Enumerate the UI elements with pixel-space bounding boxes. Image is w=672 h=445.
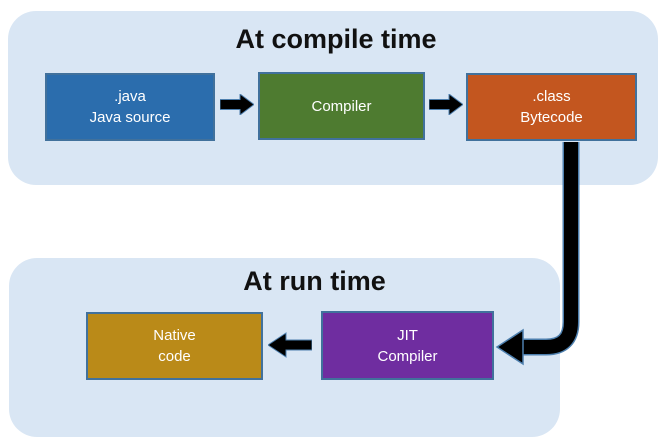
compiler-box: Compiler xyxy=(258,72,425,140)
java-source-box: .java Java source xyxy=(45,73,215,141)
native-code-line1: Native xyxy=(153,327,196,344)
compile-time-title: At compile time xyxy=(235,24,437,54)
run-time-title: At run time xyxy=(243,266,386,296)
arrow-left-icon xyxy=(268,332,312,358)
jit-compiler-line1: JIT xyxy=(397,326,418,344)
java-source-line1: .java xyxy=(114,88,146,105)
jit-compiler-box: JIT Compiler xyxy=(321,311,494,380)
bytecode-box: .class Bytecode xyxy=(466,73,637,141)
bytecode-line2: Bytecode xyxy=(520,109,583,126)
java-source-line2: Java source xyxy=(89,109,171,126)
native-code-box: Native code xyxy=(86,312,263,380)
native-code-line2: code xyxy=(158,348,191,365)
arrow-right-icon xyxy=(220,94,254,115)
arrow-right-icon xyxy=(429,94,463,115)
compiler-line1: Compiler xyxy=(311,97,372,115)
bytecode-line1: .class xyxy=(532,88,571,105)
jit-compiler-line2: Compiler xyxy=(377,347,438,365)
